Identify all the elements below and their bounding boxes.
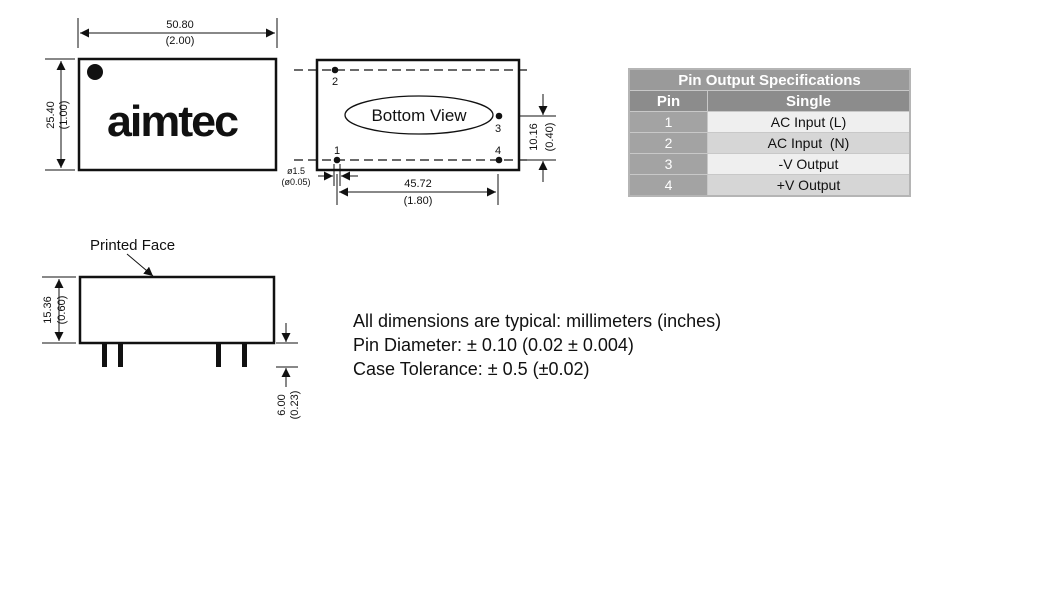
pin-3-dot (495, 112, 503, 120)
pin-1-label: 1 (334, 145, 340, 157)
pin-cell: 1 (628, 111, 708, 133)
side-height-in: (0.60) (56, 296, 68, 325)
note-line: All dimensions are typical: millimeters … (353, 311, 722, 331)
pin-table-title: Pin Output Specifications (628, 68, 911, 91)
top-width-in: (2.00) (166, 35, 195, 47)
pin-spacing-in: (1.80) (404, 195, 433, 207)
pin-2-label: 2 (332, 76, 338, 88)
pin-4-label: 4 (495, 145, 501, 157)
pin-3-label: 3 (495, 123, 501, 135)
table-row: 2 AC Input (N) (628, 132, 911, 154)
pin-spacing-mm: 45.72 (404, 178, 432, 190)
pin-1-dot (333, 156, 341, 164)
pin1-marker-dot (87, 64, 103, 80)
function-cell: +V Output (707, 174, 911, 197)
function-cell: AC Input (L) (707, 111, 911, 133)
side-pin (102, 343, 107, 367)
top-height-in: (1.00) (58, 101, 70, 130)
note-line: Case Tolerance: ± 0.5 (±0.02) (353, 359, 590, 379)
pin-length-in: (0.23) (289, 391, 301, 420)
table-row: 3 -V Output (628, 153, 911, 175)
pin-cell: 4 (628, 174, 708, 197)
pin-4-dot (495, 156, 503, 164)
bottom-case-outline (315, 58, 521, 172)
side-view: Printed Face 15.36 (0.60) 6.00 (0.23) (42, 237, 301, 419)
row-spacing-in: (0.40) (544, 123, 556, 152)
table-row: 4 +V Output (628, 174, 911, 197)
pin-cell: 3 (628, 153, 708, 175)
top-view: 50.80 (2.00) 25.40 (1.00) aimtec (45, 18, 278, 172)
row-spacing-mm: 10.16 (528, 123, 540, 151)
side-case-outline (78, 275, 276, 345)
bottom-view: Bottom View 2 3 1 4 ø1.5 (ø0.05) 45.72 (… (281, 58, 556, 207)
pin-table-header-single: Single (707, 90, 911, 112)
top-width-mm: 50.80 (166, 19, 194, 31)
pin-2-dot (331, 66, 339, 74)
side-pin (242, 343, 247, 367)
function-cell: AC Input (N) (707, 132, 911, 154)
bottom-view-label: Bottom View (371, 106, 467, 125)
brand-logo: aimtec (107, 97, 239, 146)
pin-table-header-pin: Pin (628, 90, 708, 112)
note-line: Pin Diameter: ± 0.10 (0.02 ± 0.004) (353, 335, 634, 355)
pin-output-table: Pin Output Specifications Pin Single 1 A… (628, 68, 911, 197)
pin-length-mm: 6.00 (276, 394, 288, 415)
pin-dia-mm: ø1.5 (287, 166, 305, 176)
side-height-mm: 15.36 (42, 296, 54, 324)
printed-face-leader (126, 253, 154, 277)
table-row: 1 AC Input (L) (628, 111, 911, 133)
function-cell: -V Output (707, 153, 911, 175)
dimension-notes: All dimensions are typical: millimeters … (353, 309, 721, 381)
side-pin (216, 343, 221, 367)
printed-face-label: Printed Face (90, 237, 175, 254)
pin-dia-in: (ø0.05) (281, 177, 310, 187)
top-case-outline (77, 57, 278, 172)
bottom-view-label-ellipse (344, 95, 494, 135)
pin-cell: 2 (628, 132, 708, 154)
top-height-mm: 25.40 (45, 101, 57, 129)
side-pin (118, 343, 123, 367)
